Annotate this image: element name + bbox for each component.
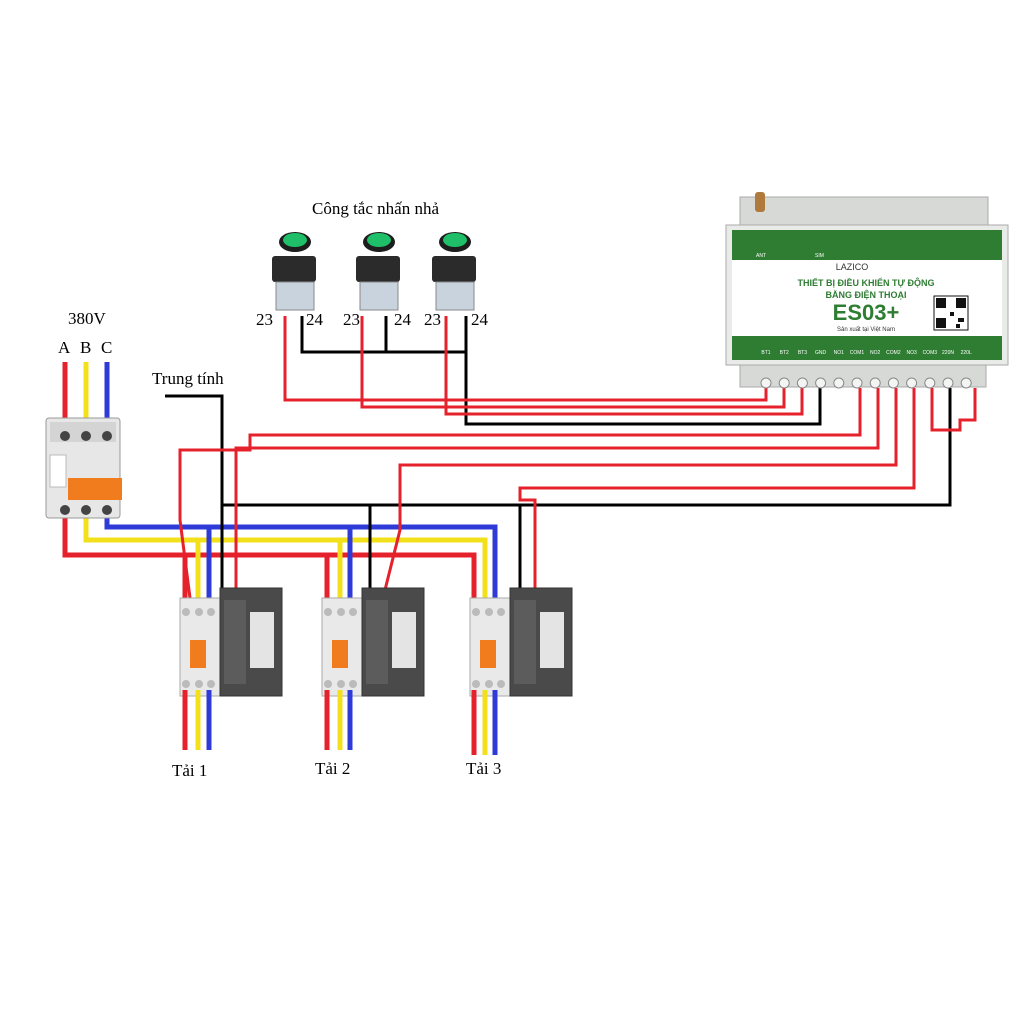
push-button-3 xyxy=(432,232,476,311)
terminal-label: NO3 xyxy=(906,350,917,356)
phase-c-label: C xyxy=(101,338,112,357)
push-button-1 xyxy=(272,232,316,311)
terminal-label: NO1 xyxy=(834,350,845,356)
load-3-label: Tải 3 xyxy=(466,759,501,778)
control-wires xyxy=(178,316,977,599)
neutral-wires xyxy=(165,316,952,598)
terminal-23-label: 23 xyxy=(343,310,360,329)
sim-label: SIM xyxy=(815,253,824,259)
controller-device: ANT SIM LAZICO THIẾT BỊ ĐIỀU KHIỂN TỰ ĐỘ… xyxy=(725,192,1009,389)
terminal-screw xyxy=(924,377,936,389)
phase-a-label: A xyxy=(58,338,71,357)
device-model: ES03+ xyxy=(833,300,900,325)
load-2-label: Tải 2 xyxy=(315,759,350,778)
terminal-screw xyxy=(942,377,954,389)
terminal-label: GND xyxy=(815,350,827,356)
terminal-screw xyxy=(760,377,772,389)
terminal-label: NO2 xyxy=(870,350,881,356)
terminal-label: 220L xyxy=(961,350,972,356)
terminal-label: BT3 xyxy=(798,350,807,356)
terminal-label: BT1 xyxy=(761,350,770,356)
terminal-screw xyxy=(906,377,918,389)
terminal-screw xyxy=(778,377,790,389)
terminal-label: COM1 xyxy=(850,350,865,356)
terminal-screw xyxy=(815,377,827,389)
contactor-1 xyxy=(179,587,283,697)
switches-title: Công tắc nhấn nhả xyxy=(312,199,439,218)
qr-code xyxy=(933,295,969,331)
terminal-label: BT2 xyxy=(780,350,789,356)
load-1-label: Tải 1 xyxy=(172,761,207,780)
terminal-label: COM3 xyxy=(923,350,938,356)
push-button-2 xyxy=(356,232,400,311)
terminal-label: COM2 xyxy=(886,350,901,356)
made-in-label: Sản xuất tại Việt Nam xyxy=(837,327,895,333)
phase-buses xyxy=(62,362,498,598)
voltage-label: 380V xyxy=(68,309,107,328)
contactor-3 xyxy=(469,587,573,697)
terminal-screw xyxy=(796,377,808,389)
terminal-24-label: 24 xyxy=(306,310,324,329)
neutral-label: Trung tính xyxy=(152,369,224,388)
terminal-label: 220N xyxy=(942,350,954,356)
phase-b-label: B xyxy=(80,338,91,357)
terminal-screw xyxy=(960,377,972,389)
brand-logo: LAZICO xyxy=(836,262,869,272)
device-title-line2: BẰNG ĐIỆN THOẠI xyxy=(826,289,907,300)
terminal-labels: BT1 BT2 BT3 GND NO1 COM1 NO2 COM2 NO3 COM3 220N 220… xyxy=(761,350,972,356)
device-title-line1: THIẾT BỊ ĐIỀU KHIỂN TỰ ĐỘNG xyxy=(798,277,935,288)
ant-label: ANT xyxy=(756,253,766,259)
terminal-24-label: 24 xyxy=(394,310,412,329)
load-wires xyxy=(182,690,498,755)
contactors xyxy=(179,587,573,697)
contactor-2 xyxy=(321,587,425,697)
terminal-23-label: 23 xyxy=(256,310,273,329)
circuit-breaker xyxy=(45,417,122,519)
terminal-screws xyxy=(760,377,972,389)
terminal-screw xyxy=(887,377,899,389)
terminal-screw xyxy=(851,377,863,389)
terminal-screw xyxy=(833,377,845,389)
terminal-24-label: 24 xyxy=(471,310,489,329)
terminal-23-label: 23 xyxy=(424,310,441,329)
terminal-screw xyxy=(869,377,881,389)
